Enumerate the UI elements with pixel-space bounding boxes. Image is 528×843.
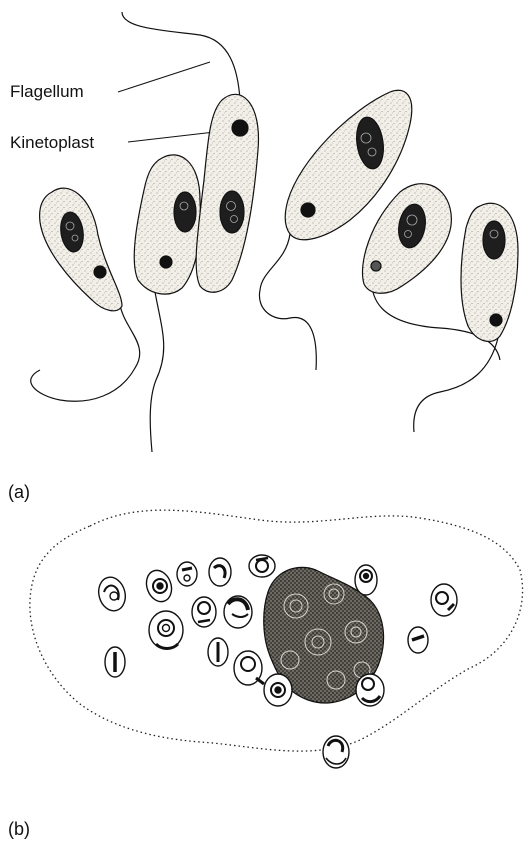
amastigote xyxy=(323,736,349,768)
amastigote xyxy=(234,651,264,685)
amastigote xyxy=(408,627,428,653)
kinetoplast xyxy=(160,256,172,268)
amastigote xyxy=(142,567,175,605)
kinetoplast xyxy=(490,314,502,326)
amastigote xyxy=(208,638,228,666)
amastigote xyxy=(192,597,216,627)
kinetoplast xyxy=(301,203,315,217)
nucleus xyxy=(220,191,244,233)
amastigote xyxy=(177,562,197,586)
amastigote xyxy=(105,647,125,677)
amastigote xyxy=(209,558,231,586)
panel-b-macrophage xyxy=(30,510,523,768)
amastigote xyxy=(224,596,252,628)
amastigote xyxy=(356,674,384,706)
kinetoplast xyxy=(371,261,381,271)
panel-a-promastigotes xyxy=(31,12,518,452)
nucleus xyxy=(483,221,505,259)
flagellum-leader xyxy=(118,62,210,92)
kinetoplast xyxy=(94,266,106,278)
flagellum xyxy=(122,12,240,100)
amastigote xyxy=(149,611,183,649)
amastigote xyxy=(355,565,377,595)
amastigote xyxy=(275,692,297,716)
amastigote xyxy=(249,555,275,577)
nucleus xyxy=(174,192,196,232)
promastigote-cell-1 xyxy=(31,188,140,401)
promastigote-cell-2 xyxy=(134,155,200,452)
kinetoplast xyxy=(232,120,248,136)
amastigote xyxy=(95,574,129,614)
amastigote xyxy=(431,584,457,616)
